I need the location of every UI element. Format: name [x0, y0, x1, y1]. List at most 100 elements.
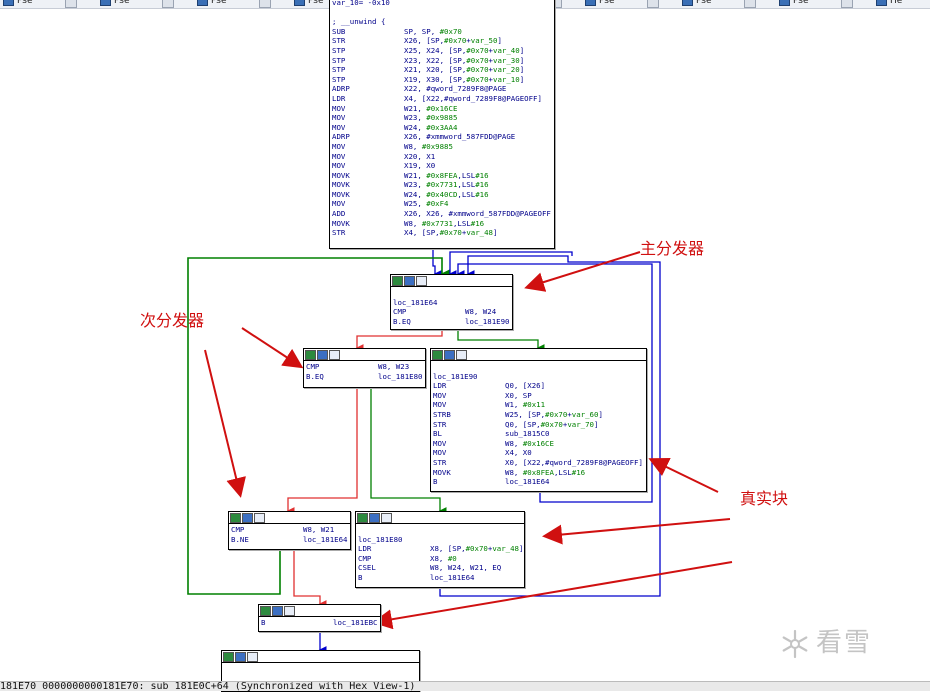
- operands: X26, [SP,#0x70+var_50]: [404, 36, 502, 46]
- code-line: STP X23, X22, [SP,#0x70+var_30]: [332, 56, 552, 66]
- operands: X8, [SP,#0x70+var_48]: [430, 544, 524, 554]
- operands: W21, #0x16CE: [404, 103, 458, 113]
- graph-icon[interactable]: [242, 512, 253, 523]
- tab-9[interactable]: He: [876, 0, 930, 8]
- operands: X19, X30, [SP,#0x70+var_10]: [404, 74, 525, 84]
- group-icon[interactable]: [329, 349, 340, 360]
- operands: X23, X22, [SP,#0x70+var_30]: [404, 55, 525, 65]
- group-icon[interactable]: [247, 651, 258, 662]
- color-icon[interactable]: [230, 512, 241, 523]
- mnemonic: STRB: [433, 409, 451, 419]
- mnemonic: ADD: [332, 209, 346, 219]
- group-icon[interactable]: [381, 512, 392, 523]
- mnemonic: BL: [433, 429, 442, 439]
- annotation-arrow-sub-1: [241, 327, 304, 369]
- tab-8[interactable]: Pse: [779, 0, 871, 8]
- mnemonic: MOVK: [332, 180, 350, 190]
- close-icon[interactable]: [259, 0, 271, 8]
- color-icon[interactable]: [432, 349, 443, 360]
- snowflake-icon: [782, 629, 808, 658]
- code-line: loc_181E90: [433, 372, 644, 382]
- graph-icon[interactable]: [369, 512, 380, 523]
- mnemonic: MOV: [433, 400, 447, 410]
- operands: X4, [X22,#qword_7289F8@PAGEOFF]: [404, 93, 542, 103]
- group-icon[interactable]: [416, 275, 427, 286]
- tab-1[interactable]: Pse: [100, 0, 192, 8]
- graph-icon[interactable]: [404, 275, 415, 286]
- color-icon[interactable]: [260, 605, 271, 616]
- mnemonic: B: [433, 477, 438, 487]
- pseudocode-icon: [197, 0, 208, 6]
- operands: X26, #xmmword_587FDD@PAGE: [404, 132, 516, 142]
- graph-icon[interactable]: [317, 349, 328, 360]
- color-icon[interactable]: [305, 349, 316, 360]
- close-icon[interactable]: [65, 0, 77, 8]
- pseudocode-icon: [3, 0, 14, 6]
- mnemonic: B: [261, 618, 266, 627]
- tab-7[interactable]: Pse: [682, 0, 774, 8]
- code-line: ADD X26, X26, #xmmword_587FDD@PAGEOFF: [332, 209, 552, 219]
- mnemonic: STP: [332, 55, 346, 65]
- color-icon[interactable]: [392, 275, 403, 286]
- code-line: var_10= -0x10: [332, 0, 552, 8]
- mnemonic: MOVK: [433, 467, 451, 477]
- operands: loc_181E64: [505, 477, 550, 487]
- edge-sub-true: [370, 386, 447, 515]
- close-icon[interactable]: [841, 0, 853, 8]
- operands: loc_181E64: [303, 534, 348, 544]
- graph-icon[interactable]: [444, 349, 455, 360]
- color-icon[interactable]: [223, 651, 234, 662]
- graph-icon[interactable]: [235, 651, 246, 662]
- group-icon[interactable]: [254, 512, 265, 523]
- graph-icon[interactable]: [272, 605, 283, 616]
- label-sub-dispatcher: 次分发器: [140, 311, 205, 330]
- edge-real2-loop: [439, 255, 661, 597]
- operands: loc_181E90: [465, 316, 510, 326]
- annotation-arrow-real-2: [542, 518, 731, 545]
- close-icon[interactable]: [647, 0, 659, 8]
- operands: W24, #0x3AA4: [404, 122, 458, 132]
- operands: X19, X0: [404, 161, 436, 171]
- operands: sub_1815C0: [505, 429, 550, 439]
- operands: W25, #0xF4: [404, 199, 449, 209]
- operands: loc_181E64: [430, 572, 475, 582]
- code-line: loc_181E80: [358, 535, 522, 545]
- mnemonic: MOV: [332, 103, 346, 113]
- operands: X26, X26, #xmmword_587FDD@PAGEOFF: [404, 209, 551, 219]
- code-line: ; __unwind {: [332, 17, 552, 27]
- code-line: [433, 362, 644, 372]
- group-icon[interactable]: [456, 349, 467, 360]
- node-header: [391, 275, 512, 287]
- close-icon[interactable]: [162, 0, 174, 8]
- operands: W8, W24, W21, EQ: [430, 563, 502, 573]
- group-icon[interactable]: [284, 605, 295, 616]
- tab-0[interactable]: Pse: [3, 0, 95, 8]
- operands: X0, [X22,#qword_7289F8@PAGEOFF]: [505, 457, 643, 467]
- close-icon[interactable]: [744, 0, 756, 8]
- tab-6[interactable]: Pse: [585, 0, 677, 8]
- tab-2[interactable]: Pse: [197, 0, 289, 8]
- color-icon[interactable]: [357, 512, 368, 523]
- mnemonic: MOV: [433, 448, 447, 458]
